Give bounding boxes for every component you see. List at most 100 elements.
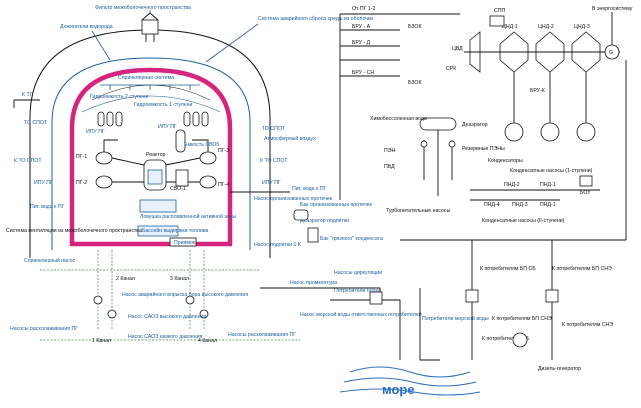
label-ventilation: Система вентиляции из межоболочечного пр…: [6, 228, 142, 234]
label-circ-pumps: Насосы циркуляции: [334, 270, 382, 276]
label-from-pg: От ПГ 1-2: [352, 6, 375, 12]
label-org-leak-tank: Бак организованных протечек: [300, 202, 373, 208]
turbine-set: [464, 31, 620, 73]
label-reactor: Реактор: [146, 152, 166, 158]
condensers: [504, 72, 596, 142]
pritamok-box: [169, 237, 197, 247]
label-cnd2: ЦНД-2: [538, 24, 554, 30]
transformer-sn: [545, 289, 559, 303]
sea-waves: [339, 366, 481, 396]
label-sea: море: [382, 382, 415, 397]
label-turbo-pumps: Турбопитательные насосы: [386, 208, 451, 214]
label-bru-d: БРУ - Д: [352, 40, 371, 46]
label-ipu-pg1: ИПУ ПГ: [86, 129, 105, 135]
diesel-gen: [512, 332, 528, 348]
label-pit-water2: Пит. вода к ПГ: [292, 186, 327, 192]
label-clean-cond-tank: Бак "грязного" конденсата: [320, 236, 383, 242]
inner-containment: [69, 67, 233, 247]
label-to-spot2: ТО СПОТ: [262, 126, 286, 132]
label-bzok2: БЗОК: [408, 80, 421, 86]
pressurizer: [175, 129, 186, 153]
label-channel4: 4 Канал: [198, 338, 217, 344]
spp-box: [489, 15, 505, 27]
label-pvd: ПВД: [384, 164, 395, 170]
steam-generators: [95, 151, 217, 189]
label-svo5: Емкость СВО5: [184, 142, 219, 148]
label-cnd3: ЦНД-3: [574, 24, 590, 30]
label-ipu-pg3: ИПУ ПГ: [158, 124, 177, 130]
label-bru-k: БРУ-К: [530, 88, 545, 94]
label-pg4: ПГ-4: [218, 182, 229, 188]
label-diesel: Дизель-генератор: [538, 366, 581, 372]
label-g: G: [609, 50, 613, 56]
label-csd: ЦВД: [452, 46, 463, 52]
label-k-tg: К ТГ: [22, 92, 33, 98]
label-atm-air: Атмосферный воздух: [264, 135, 316, 142]
label-deaerator: Деаэратор: [462, 122, 488, 128]
label-channel1: 1 Канал: [92, 338, 111, 344]
label-ipu-pg2: ИПУ ПГ: [34, 180, 53, 186]
label-to-spot1: ТО СПОТ: [24, 120, 48, 126]
reactor: [143, 159, 167, 191]
label-k-cons-sn: К потребителям БП СНЭ: [552, 266, 612, 272]
label-saoz-low: Насос САОЗ низкого давления: [128, 334, 202, 340]
label-ipu-pg4: ИПУ ПГ: [262, 180, 281, 186]
label-pnd1b: ПНД-1: [540, 202, 556, 208]
label-reserve-pen: Резервные ПЭНы: [462, 146, 505, 152]
label-pg1: ПГ-1: [76, 154, 87, 160]
hydro-accumulators: [97, 111, 209, 127]
trap-box: [139, 199, 177, 213]
label-cnd1: ЦНД-1: [502, 24, 518, 30]
label-chem-water: Химобессоленная вода: [370, 116, 427, 122]
label-industrial-pump: Насос промконтура: [290, 280, 337, 286]
label-cooldown-l: Насосы расхолаживания ПГ: [10, 326, 78, 332]
label-to-spot3: К ТО СПОТ: [14, 158, 42, 164]
label-svo1: СВО-1: [170, 186, 186, 192]
label-pg3: ПГ-3: [218, 148, 229, 154]
label-bzok: БЗОК: [408, 24, 421, 30]
safety-pumps-piping: [40, 250, 300, 341]
label-sprinkler-pump: Спринклерный насос: [24, 257, 76, 264]
label-emergency-release: Система аварийного сброса среды из оболо…: [258, 15, 373, 22]
label-trap: Ловушка расплавленной активной зоны: [140, 213, 236, 220]
label-pool: Бассейн выдержки топлива: [142, 227, 209, 234]
label-pg2: ПГ-2: [76, 180, 87, 186]
label-pit-water: Пит. вода к ПГ: [30, 204, 65, 210]
label-channel3: 3 Канал: [170, 276, 189, 282]
label-hydro1: Гидроемкость 1 ступени: [134, 102, 192, 108]
label-srk: СРК: [446, 66, 456, 72]
label-pnd2: ПНД-2: [504, 182, 520, 188]
clean-cond-tank: [307, 227, 319, 243]
label-to-energy: В энергосистему: [592, 6, 633, 12]
label-filter: Фильтр межоболочечного пространства: [95, 5, 191, 11]
deaerator-feed-tank: [293, 209, 309, 221]
label-spp: СПП: [494, 8, 505, 14]
label-k-cons-sb2: К потребителям СБ: [482, 336, 530, 342]
label-k-cons-sb: К потребителям БП СБ: [480, 266, 536, 272]
bou-box: [579, 175, 593, 187]
containment-building: [29, 29, 271, 258]
label-emerg-boron: Насос аварийного впрыска бора высокого д…: [122, 291, 248, 298]
label-bou: БОУ: [580, 190, 591, 196]
label-emergency-release-text: Система аварийного сброса среды из оболо…: [258, 15, 373, 22]
label-recombiners: Дожигатели водорода: [60, 24, 113, 30]
label-pnd3: ПНД-3: [512, 202, 528, 208]
label-cond-pumps1: Конденсатные насосы (1-ступени): [510, 168, 593, 174]
label-saoz-high: Насос САОЗ высокого давления: [128, 314, 206, 320]
label-pnd4: ПНД-4: [484, 202, 500, 208]
label-pritamok: Приямок: [174, 240, 196, 246]
pool-box: [137, 225, 179, 237]
industrial-hx: [369, 291, 383, 305]
dome-filter: [141, 12, 159, 42]
label-condensers: Конденсаторы: [488, 158, 523, 164]
label-pen: ПЭН: [384, 148, 395, 154]
label-feed-pump: Насос подпитки 1 К: [254, 242, 301, 248]
label-consumers-sea: Потребители морской воды: [422, 315, 489, 322]
svo1-box: [175, 169, 189, 187]
label-channel2: 2 Канал: [116, 276, 135, 282]
label-bru-a: БРУ - А: [352, 24, 371, 30]
label-sprinkler: Спринклерная система: [118, 75, 174, 81]
label-pnd1: ПНД-1: [540, 182, 556, 188]
label-deaerator-feed: Деаэратор подпитки: [300, 218, 349, 224]
